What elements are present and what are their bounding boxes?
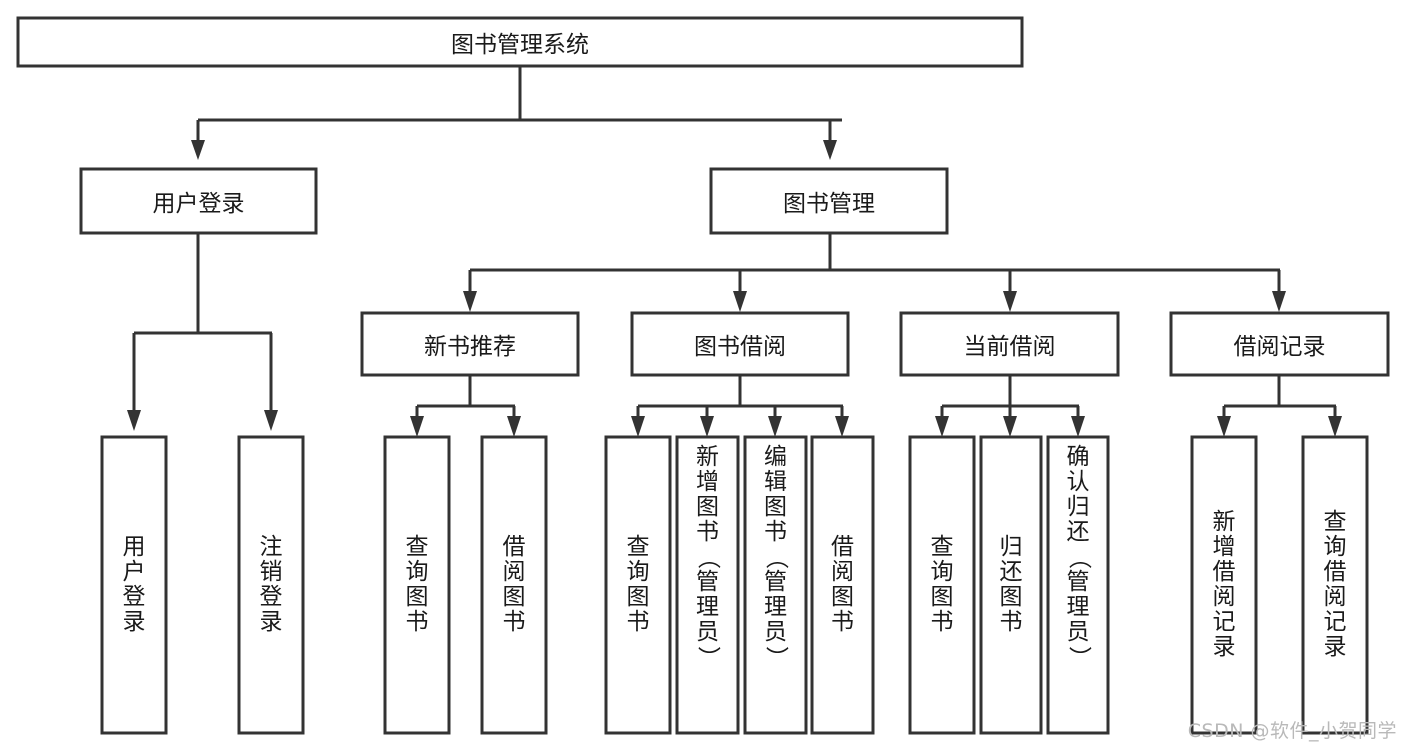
node-box-leaf-add-book[interactable]: [675, 435, 740, 735]
arrow-head-icon: [768, 416, 782, 437]
arrow-head-icon: [1071, 416, 1085, 437]
arrow-head-icon: [733, 291, 747, 312]
node-box-book-management[interactable]: [709, 167, 949, 235]
node-box-leaf-user-login[interactable]: [100, 435, 168, 735]
arrow-head-icon: [631, 416, 645, 437]
node-box-leaf-add-record[interactable]: [1190, 435, 1258, 735]
connector-new-book-recommend-to-leaves: [410, 375, 521, 437]
arrow-head-icon: [700, 416, 714, 437]
csdn-watermark: CSDN @软件_小贺同学: [1187, 720, 1397, 742]
node-box-leaf-edit-book[interactable]: [743, 435, 808, 735]
node-box-book-borrow[interactable]: [630, 311, 850, 377]
node-box-borrow-record[interactable]: [1169, 311, 1390, 377]
node-box-leaf-return-book[interactable]: [979, 435, 1043, 735]
arrow-head-icon: [1217, 416, 1231, 437]
node-box-leaf-query-books-3[interactable]: [908, 435, 976, 735]
node-box-current-borrow[interactable]: [899, 311, 1120, 377]
arrow-head-icon: [410, 416, 424, 437]
arrow-head-icon: [264, 410, 278, 431]
arrow-head-icon: [191, 140, 205, 160]
node-box-leaf-query-record[interactable]: [1301, 435, 1369, 735]
node-box-root[interactable]: [16, 16, 1024, 68]
arrow-head-icon: [463, 291, 477, 312]
arrow-head-icon: [935, 416, 949, 437]
arrow-head-icon: [127, 410, 141, 431]
node-box-leaf-confirm-return[interactable]: [1046, 435, 1110, 735]
connector-book-borrow-to-leaves: [631, 375, 849, 437]
arrow-head-icon: [835, 416, 849, 437]
connector-borrow-record-to-leaves: [1217, 375, 1342, 437]
arrow-head-icon: [823, 140, 837, 160]
connector-root-to-level2: [191, 66, 842, 160]
node-box-leaf-logout[interactable]: [237, 435, 305, 735]
node-box-new-book-recommend[interactable]: [360, 311, 580, 377]
arrow-head-icon: [1328, 416, 1342, 437]
arrow-head-icon: [1003, 291, 1017, 312]
node-box-leaf-query-books-1[interactable]: [383, 435, 451, 735]
node-box-leaf-query-books-2[interactable]: [604, 435, 672, 735]
connector-book-management-to-level3: [463, 233, 1286, 312]
arrow-head-icon: [1003, 416, 1017, 437]
node-box-user-login[interactable]: [79, 167, 318, 235]
connector-user-login-to-leaves: [127, 233, 278, 431]
connector-current-borrow-to-leaves: [935, 375, 1085, 437]
arrow-head-icon: [507, 416, 521, 437]
arrow-head-icon: [1272, 291, 1286, 312]
node-box-leaf-borrow-books-1[interactable]: [480, 435, 548, 735]
node-box-leaf-borrow-books-2[interactable]: [810, 435, 875, 735]
